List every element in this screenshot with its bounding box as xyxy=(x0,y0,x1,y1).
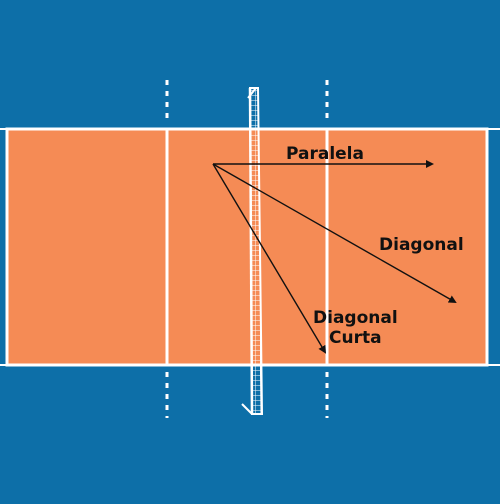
net-band-left xyxy=(248,87,254,415)
net xyxy=(241,87,264,415)
net-post-bottom xyxy=(241,403,253,415)
label-paralela: Paralela xyxy=(286,144,364,164)
court-surface xyxy=(5,127,489,367)
arrow-diagonal xyxy=(212,163,457,303)
label-diagonal: Diagonal xyxy=(379,235,464,255)
arrow-diagonal-curta xyxy=(212,163,327,354)
label-diagonal-curta: Diagonal Curta xyxy=(313,308,398,348)
label-diagonal-curta-line2: Curta xyxy=(329,328,382,348)
label-diagonal-curta-line1: Diagonal xyxy=(313,308,398,328)
